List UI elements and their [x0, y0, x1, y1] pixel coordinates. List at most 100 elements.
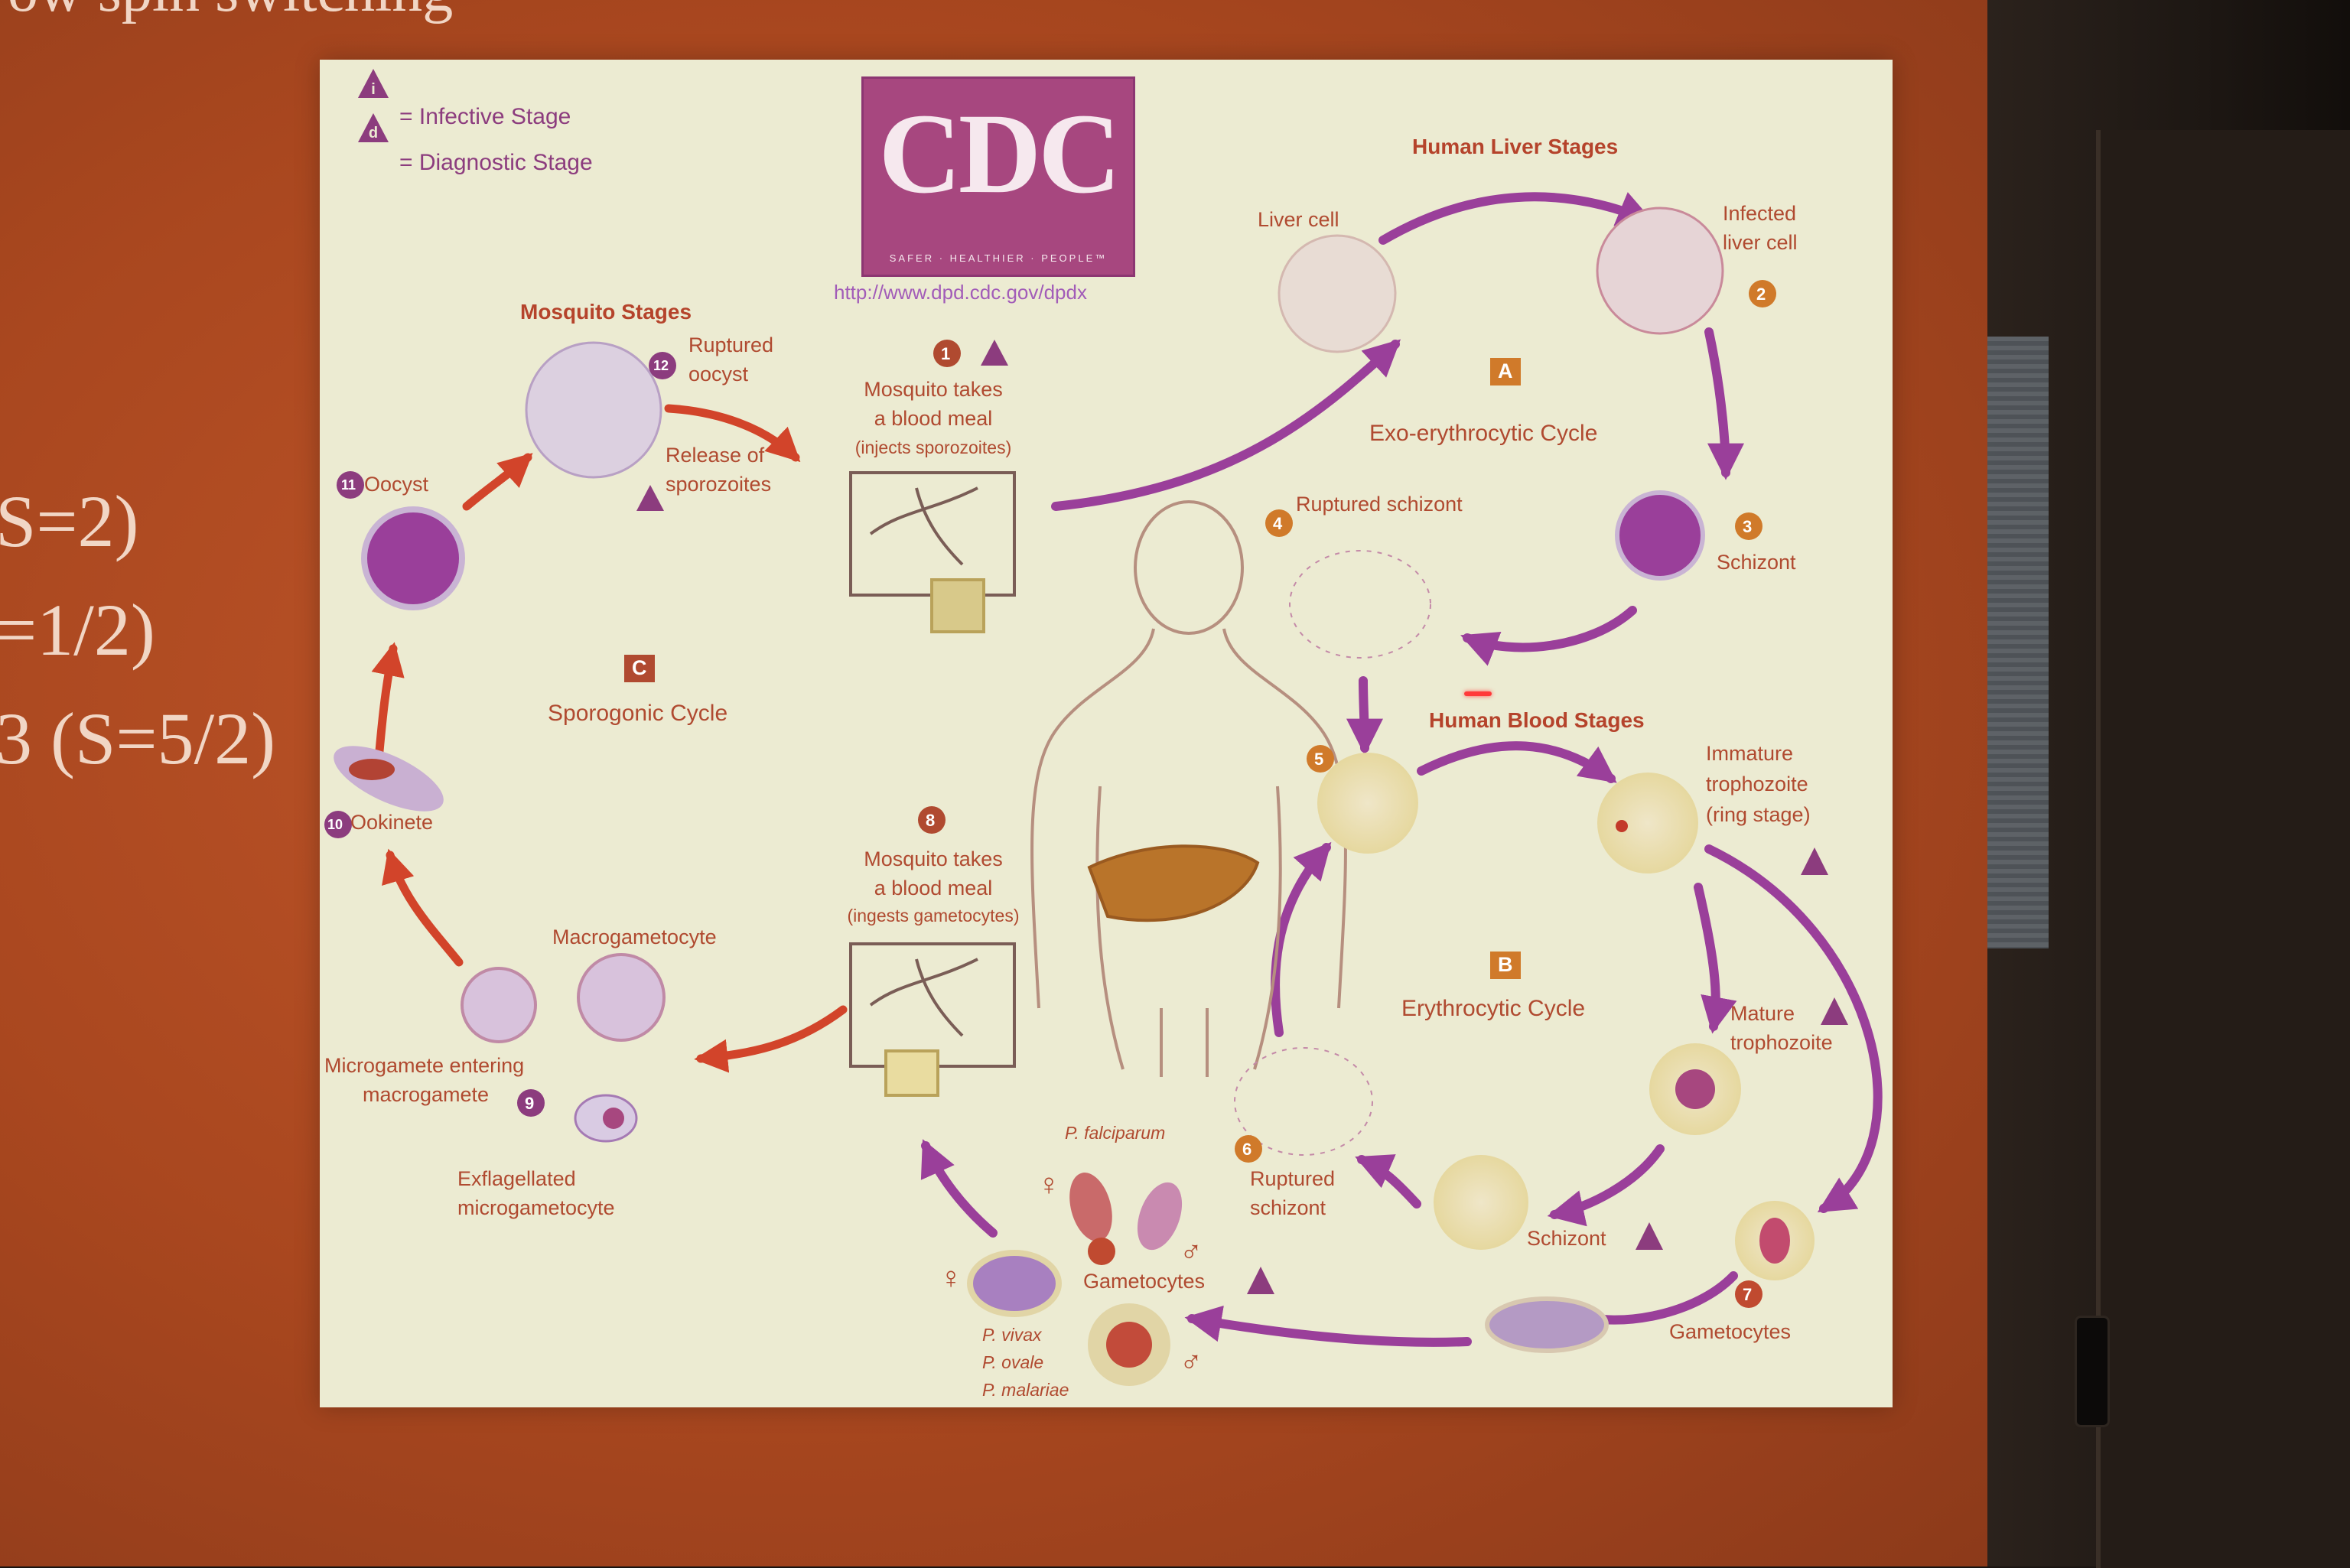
female-symbol-vivax: ♀ — [939, 1261, 962, 1296]
mosquito-stage-cells — [325, 343, 664, 1141]
arrow-immature-to-gametocytes — [1709, 849, 1878, 1209]
svg-text:i: i — [371, 81, 376, 98]
microgamete-macrogamete-cell — [462, 968, 535, 1042]
mature-line1: Mature — [1730, 1002, 1795, 1026]
slide-line-1: S=2) — [0, 485, 139, 558]
heading-human-liver-stages: Human Liver Stages — [1412, 135, 1618, 159]
female-symbol-falciparum: ♀ — [1037, 1167, 1060, 1202]
step-1: 1 — [941, 344, 950, 363]
infected-liver-cell — [1597, 208, 1723, 333]
step-4: 4 — [1273, 514, 1282, 533]
cdc-url: http://www.dpd.cdc.gov/dpdx — [834, 281, 1087, 304]
heading-mosquito-stages: Mosquito Stages — [520, 300, 692, 324]
male-symbol-vivax: ♂ — [1180, 1345, 1203, 1380]
ookinete-label: Ookinete — [350, 811, 433, 834]
male-symbol-falciparum: ♂ — [1180, 1235, 1203, 1270]
arrow-ruptured-to-merozoites — [1363, 681, 1365, 748]
ruptured-schizont-label: Ruptured schizont — [1296, 493, 1463, 516]
step-7: 7 — [1743, 1285, 1752, 1304]
immature-line3: (ring stage) — [1706, 803, 1811, 827]
p-ovale-label: P. ovale — [982, 1352, 1043, 1372]
step-3: 3 — [1743, 517, 1752, 536]
gametocyte-cell-lower — [1487, 1299, 1606, 1351]
gametocyte-female — [970, 1253, 1059, 1314]
arrow-mature-to-schizont — [1554, 1149, 1660, 1215]
liver-cell-label: Liver cell — [1258, 208, 1339, 232]
gametocytes-center-label: Gametocytes — [1083, 1270, 1205, 1293]
liver-schizont-cell — [1617, 493, 1703, 578]
sporozoite-inset — [932, 580, 984, 632]
legend-infective-label: = Infective Stage — [399, 104, 571, 131]
p-falciparum-label: P. falciparum — [1065, 1123, 1165, 1143]
macrogametocyte-label: Macrogametocyte — [552, 926, 717, 949]
exflagellated-line1: Exflagellated — [457, 1167, 576, 1191]
meal8-line2: a blood meal — [834, 877, 1033, 900]
infected-label-line2: liver cell — [1723, 231, 1798, 255]
arrow-gametocytes-to-mosquito — [926, 1146, 993, 1233]
erythrocytic-cycle-label: Erythrocytic Cycle — [1401, 996, 1585, 1023]
ruptured-liver-schizont — [1290, 551, 1431, 658]
liver-icon — [1089, 846, 1258, 920]
gametocytes-right-label: Gametocytes — [1669, 1320, 1791, 1344]
step-2: 2 — [1756, 285, 1766, 304]
erythrocyte-cell — [1317, 753, 1418, 854]
mosquito-boxes — [851, 473, 1014, 1095]
cycle-letter-a: A — [1498, 359, 1513, 383]
mosquito-icon-top — [871, 488, 978, 564]
legend-symbols: i d — [358, 69, 389, 142]
gametocyte-inset — [886, 1051, 938, 1095]
exflagellated-line2: microgametocyte — [457, 1196, 615, 1220]
sporogonic-cycle-label: Sporogonic Cycle — [548, 701, 727, 727]
meal1-line1: Mosquito takes — [834, 378, 1033, 402]
window-blind — [1987, 337, 2049, 948]
laser-pointer-dot — [1464, 691, 1492, 696]
arrow-schizont-to-ruptured — [1467, 610, 1632, 647]
microgamete-line1: Microgamete entering — [324, 1054, 524, 1078]
release-line2: sporozoites — [666, 473, 771, 496]
mosquito-ingests-box — [851, 944, 1014, 1066]
ruptured-oocyst-line2: oocyst — [688, 363, 748, 386]
arrow-oocyst-up — [467, 457, 528, 506]
oocyst-label: Oocyst — [364, 473, 428, 496]
step-6: 6 — [1242, 1140, 1251, 1159]
ruptured-blood-line2: schizont — [1250, 1196, 1326, 1220]
ruptured-oocyst-cell — [526, 343, 661, 477]
meal1-line3: (injects sporozoites) — [834, 438, 1033, 457]
step-8: 8 — [926, 811, 935, 830]
cycle-letter-b: B — [1498, 953, 1513, 977]
cdc-logo: CDC SAFER · HEALTHIER · PEOPLE™ — [861, 76, 1135, 277]
microgamete-line2: macrogamete — [363, 1083, 489, 1107]
schizont-liver-label: Schizont — [1717, 551, 1796, 574]
step-12: 12 — [653, 358, 669, 374]
falciparum-gametocyte-female — [1063, 1168, 1119, 1246]
macrogametocyte-cell — [578, 955, 664, 1040]
ring-stage-dot — [1616, 820, 1628, 832]
door-frame — [2096, 130, 2350, 1568]
blood-schizont-cell — [1434, 1155, 1528, 1250]
schizont-blood-label: Schizont — [1527, 1227, 1606, 1251]
immature-line2: trophozoite — [1706, 773, 1808, 796]
ruptured-oocyst-line1: Ruptured — [688, 333, 773, 357]
arrow-ookinete-to-oocyst — [379, 649, 393, 751]
arrow-meal-to-gametes — [701, 1010, 843, 1059]
liver-cell — [1279, 236, 1395, 352]
meal1-line2: a blood meal — [834, 407, 1033, 431]
arrow-immature-to-mature — [1698, 887, 1716, 1026]
mosquito-icon-bottom — [871, 959, 978, 1036]
arrow-infected-to-schizont — [1709, 332, 1726, 473]
arrow-gametocytes-to-center — [1192, 1319, 1467, 1342]
slide-line-2: =1/2) — [0, 594, 155, 667]
meal8-line1: Mosquito takes — [834, 847, 1033, 871]
arrow-blood-to-immature — [1421, 746, 1611, 779]
oocyst-cell — [364, 509, 462, 607]
release-line1: Release of — [666, 444, 764, 467]
exo-erythrocytic-cycle-label: Exo-erythrocytic Cycle — [1369, 421, 1597, 447]
cycle-letter-c: C — [632, 656, 647, 680]
p-malariae-label: P. malariae — [982, 1380, 1069, 1400]
mature-line2: trophozoite — [1730, 1031, 1833, 1055]
arrow-schizont-to-ruptured-blood — [1362, 1160, 1417, 1204]
meal8-line3: (ingests gametocytes) — [834, 906, 1033, 926]
ookinete-nucleus — [349, 759, 395, 780]
step-9: 9 — [525, 1094, 534, 1113]
arrow-zygote-to-ookinete — [390, 855, 459, 962]
